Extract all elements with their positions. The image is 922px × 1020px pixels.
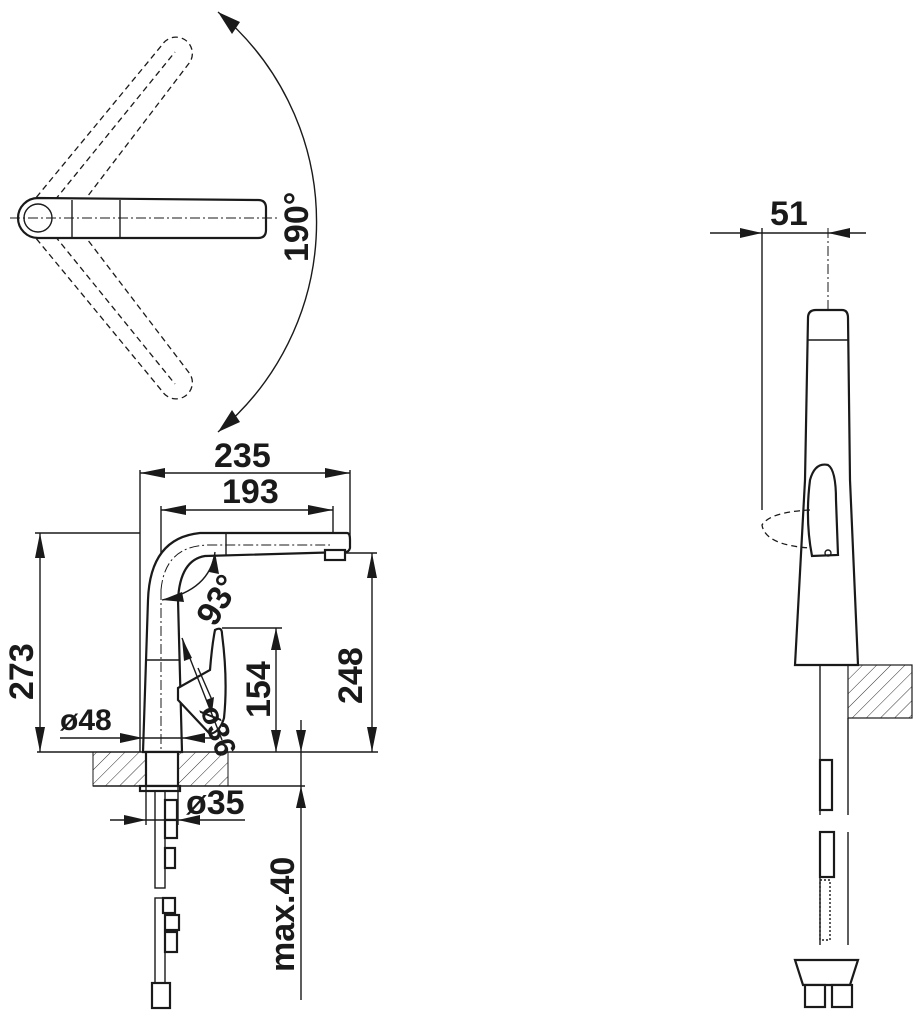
swivel-arc [217, 11, 318, 433]
faucet-side-body [761, 308, 860, 667]
handle-dashed-rotated-down [29, 213, 194, 400]
overall-height-dimension: 273 [3, 532, 140, 752]
swivel-angle-label: 190° [278, 192, 316, 262]
base-diameter-dimension: ø48 [60, 704, 215, 743]
spout-reach-dimension: 193 [160, 473, 334, 580]
handle-height-label: 154 [240, 661, 278, 718]
overall-reach-dimension: 235 [139, 437, 351, 752]
handle-height-dimension: 154 [222, 627, 282, 752]
handle-offset-label: 51 [770, 195, 808, 233]
top-view: 190° [10, 11, 318, 433]
counter-thickness-dimension: max.40 [264, 720, 306, 1000]
faucet-body [141, 531, 352, 760]
side-supply-hoses [793, 718, 860, 1009]
hole-diameter-dimension: ø35 [110, 784, 245, 825]
overall-height-label: 273 [3, 643, 41, 700]
spout-reach-label: 193 [222, 473, 279, 511]
supply-hoses [138, 750, 182, 1010]
side-countertop [819, 664, 913, 719]
base-diameter-label: ø48 [60, 704, 112, 737]
spout-height-dimension: 248 [332, 552, 377, 752]
faucet-handle [176, 627, 227, 736]
handle-top-view [10, 196, 280, 240]
handle-dashed-rotated-up [29, 36, 194, 223]
countertop [37, 751, 378, 787]
overall-reach-label: 235 [214, 437, 271, 475]
side-view: 51 [710, 195, 913, 1009]
pullout-angle-label: 93° [189, 568, 248, 632]
counter-thickness-label: max.40 [264, 857, 302, 972]
front-view: 235 193 93° [3, 437, 378, 1010]
hole-diameter-label: ø35 [186, 784, 245, 822]
spout-height-label: 248 [332, 647, 370, 704]
